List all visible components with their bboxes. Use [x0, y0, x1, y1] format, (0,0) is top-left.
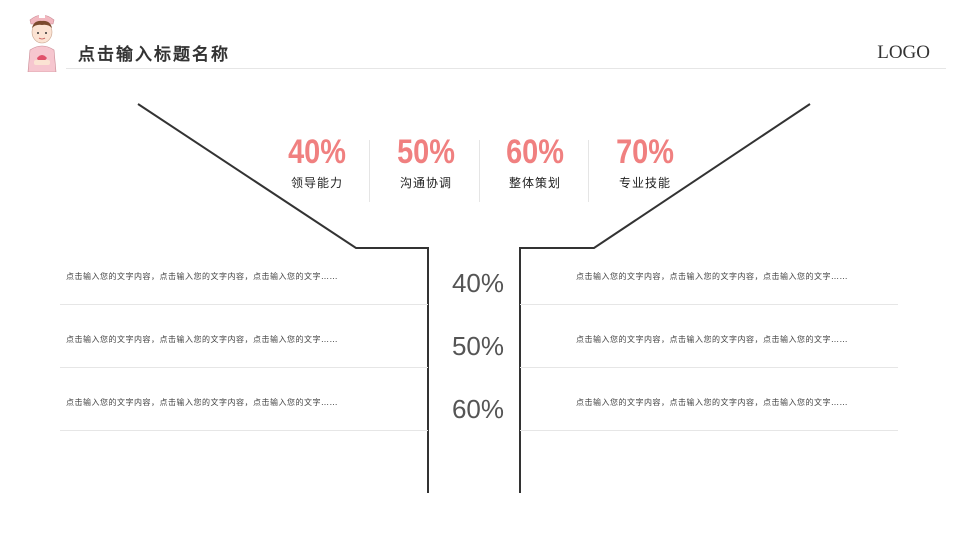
stat-value: 40%	[288, 133, 346, 171]
row-left-text: 点击输入您的文字内容，点击输入您的文字内容，点击输入您的文字……	[66, 335, 338, 344]
stat-divider	[369, 140, 370, 202]
stat-label: 专业技能	[618, 176, 671, 190]
stat-label: 领导能力	[290, 176, 343, 190]
stat-value: 50%	[397, 133, 455, 171]
stat-divider	[588, 140, 589, 202]
logo: LOGO	[877, 42, 930, 63]
stat-skills: 70% 专业技能	[590, 132, 700, 191]
stat-leadership: 40% 领导能力	[262, 132, 372, 191]
row-divider	[60, 430, 428, 431]
stat-label: 整体策划	[508, 176, 561, 190]
row-left-text: 点击输入您的文字内容，点击输入您的文字内容，点击输入您的文字……	[66, 272, 338, 281]
header-divider	[66, 68, 946, 69]
row-value: 40%	[451, 268, 505, 298]
row-divider	[520, 304, 898, 305]
page-title: 点击输入标题名称	[78, 45, 230, 65]
stat-value: 70%	[616, 133, 674, 171]
row-divider	[520, 430, 898, 431]
stat-divider	[479, 140, 480, 202]
row-divider	[60, 367, 428, 368]
row-divider	[60, 304, 428, 305]
stat-communication: 50% 沟通协调	[371, 132, 481, 191]
row-left-text: 点击输入您的文字内容，点击输入您的文字内容，点击输入您的文字……	[66, 398, 338, 407]
nurse-avatar-icon	[27, 14, 57, 72]
row-right-text: 点击输入您的文字内容，点击输入您的文字内容，点击输入您的文字……	[576, 335, 848, 344]
row-divider	[520, 367, 898, 368]
row-value: 50%	[451, 331, 505, 361]
row-value: 60%	[451, 394, 505, 424]
stat-label: 沟通协调	[399, 176, 452, 190]
row-right-text: 点击输入您的文字内容，点击输入您的文字内容，点击输入您的文字……	[576, 272, 848, 281]
stat-value: 60%	[506, 133, 564, 171]
stat-planning: 60% 整体策划	[480, 132, 590, 191]
row-right-text: 点击输入您的文字内容，点击输入您的文字内容，点击输入您的文字……	[576, 398, 848, 407]
